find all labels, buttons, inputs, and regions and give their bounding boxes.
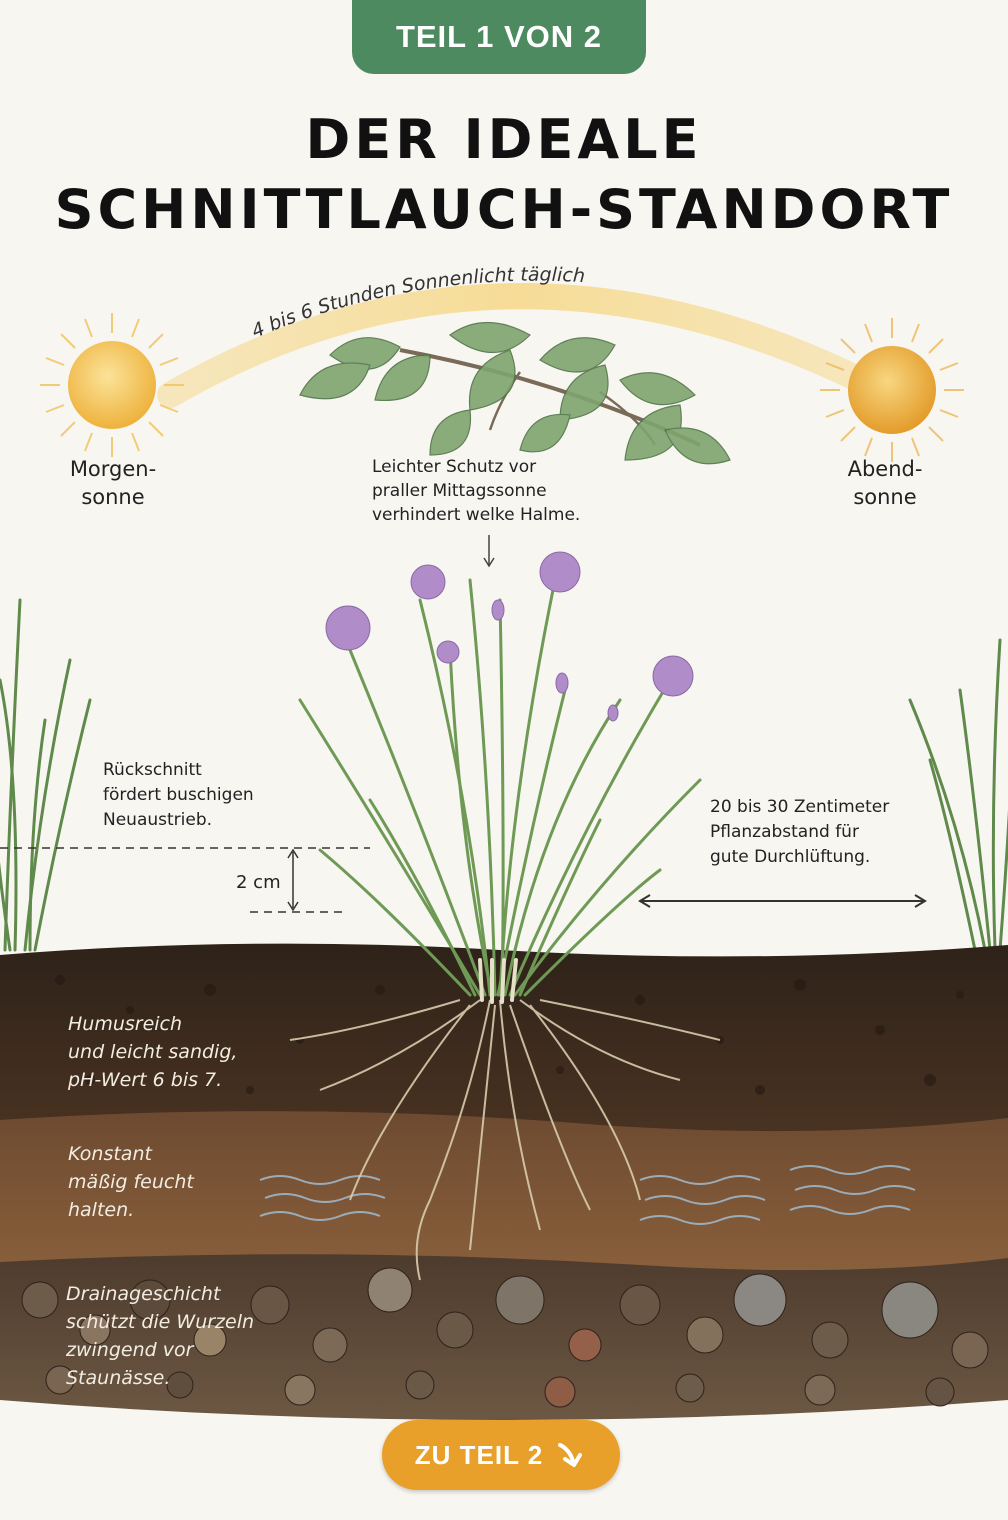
moisture-note: Konstant mäßig feucht halten.	[68, 1143, 194, 1221]
page-title: DER IDEALE SCHNITTLAUCH-STANDORT	[0, 105, 1008, 245]
chive-base	[478, 958, 518, 1004]
title-line-1: DER IDEALE	[305, 108, 703, 171]
morning-sun-icon	[40, 313, 184, 457]
moisture-waves-icon	[259, 1165, 916, 1225]
chive-flowers-icon	[325, 551, 694, 722]
shade-arrow-icon	[483, 535, 495, 568]
chive-stalks-icon	[298, 578, 702, 997]
drainage-note: Drainageschicht schützt die Wurzeln zwin…	[66, 1283, 255, 1389]
next-part-button[interactable]: ZU TEIL 2	[382, 1420, 620, 1490]
part-badge: TEIL 1 VON 2	[352, 0, 646, 74]
shade-branch-icon	[299, 321, 731, 465]
left-grass-icon	[0, 598, 92, 952]
moist-soil-layer	[0, 1111, 1008, 1275]
soil-note: Humusreich und leicht sandig, pH-Wert 6 …	[68, 1013, 238, 1091]
next-part-button-label: ZU TEIL 2	[414, 1439, 544, 1470]
evening-sun-label: Abend- sonne	[847, 457, 923, 509]
title-line-2: SCHNITTLAUCH-STANDORT	[54, 178, 954, 241]
right-grass-icon	[908, 638, 1008, 952]
spacing-note: 20 bis 30 Zentimeter Pflanzabstand für g…	[710, 797, 890, 867]
cut-height-indicator	[0, 847, 370, 913]
cut-height-label: 2 cm	[236, 872, 281, 893]
sun-arc	[157, 283, 873, 408]
arrow-down-right-icon	[558, 1443, 583, 1467]
gravel-stones	[21, 1267, 989, 1408]
roots-icon	[289, 999, 721, 1281]
cut-note: Rückschnitt fördert buschigen Neuaustrie…	[103, 760, 254, 830]
shade-note: Leichter Schutz vor praller Mittagssonne…	[372, 457, 581, 525]
evening-sun-icon	[820, 318, 964, 462]
spacing-arrow-icon	[638, 894, 927, 908]
morning-sun-label: Morgen- sonne	[69, 457, 157, 509]
